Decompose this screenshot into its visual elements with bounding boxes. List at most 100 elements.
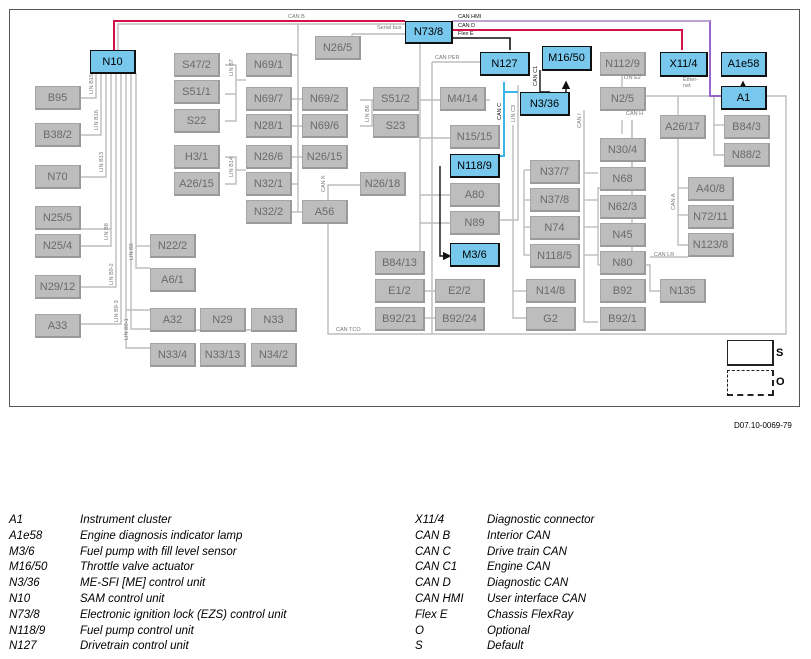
legend-description: Diagnostic CAN [487,577,569,590]
bus-label-lin-b9-1: LIN B9-1 [124,318,130,340]
legend-code: CAN D [415,577,451,590]
legend-code: Flex E [415,608,448,621]
component-A32: A32 [150,308,196,332]
component-N72-11: N72/11 [688,205,734,229]
legend-code: N118/9 [9,624,46,637]
component-A1: A1 [721,86,767,110]
legend-code: A1e58 [9,529,43,542]
legend-code: A1 [9,514,24,526]
component-N14-8: N14/8 [526,279,576,303]
component-S22: S22 [174,109,220,133]
component-E2-2: E2/2 [435,279,485,303]
component-M3-6: M3/6 [450,243,500,267]
legend-code: N73/8 [9,608,40,621]
legend-code: CAN C1 [415,561,458,574]
component-B84-3: B84/3 [724,115,770,139]
legend-description: ME-SFI [ME] control unit [80,577,206,590]
bus-label-lin-b14: LIN B14 [229,157,235,177]
component-N29: N29 [200,308,246,332]
bus-label-lin-b6-left: LIN B6 [129,243,135,260]
component-N33-13: N33/13 [200,343,246,367]
legend-description: Engine diagnosis indicator lamp [80,529,243,542]
component-N32-2: N32/2 [246,200,292,224]
component-N33-4: N33/4 [150,343,196,367]
component-B38-2: B38/2 [35,123,81,147]
component-N112-9: N112/9 [600,52,646,76]
component-N69-7: N69/7 [246,87,292,111]
bus-label-lin-b15: LIN B15 [89,74,95,94]
legend-description: Chassis FlexRay [487,608,574,621]
key-label-s: S [776,347,784,359]
component-N26-15: N26/15 [302,145,348,169]
component-N89: N89 [450,211,500,235]
component-N3-36: N3/36 [520,92,570,116]
bus-label-lin-b16: LIN B16 [94,110,100,130]
component-A80: A80 [450,183,500,207]
legend-code: CAN HMI [415,593,464,605]
bus-label-can-tco: CAN TCO [336,327,361,333]
component-S23: S23 [373,114,419,138]
component-N34-2: N34/2 [251,343,297,367]
component-N135: N135 [660,279,706,303]
key-standard-box [727,340,774,366]
bus-label-lin-b8: LIN B8 [104,223,110,240]
legend-description: User interface CAN [487,593,587,605]
component-B92-21: B92/21 [375,307,425,331]
component-S47-2: S47/2 [174,53,220,77]
component-N123-8: N123/8 [688,233,734,257]
legend-code: N3/36 [9,577,40,590]
component-A6-1: A6/1 [150,268,196,292]
component-B92-24: B92/24 [435,307,485,331]
component-N2-5: N2/5 [600,87,646,111]
network-diagram: N10 B95 B38/2 N70 N25/5 N25/4 N29/12 A33… [9,9,800,407]
legend-code: N10 [9,593,31,605]
component-N118-5: N118/5 [530,244,580,268]
bus-label-can-h: CAN H [626,111,644,117]
bus-label-lin-c3: LIN C3 [511,104,517,122]
key-optional-box [727,370,774,396]
component-N68: N68 [600,167,646,191]
component-N69-6: N69/6 [302,114,348,138]
legend-description: Fuel pump with fill level sensor [80,545,237,558]
component-M4-14: M4/14 [440,87,486,111]
component-H3-1: H3/1 [174,145,220,169]
bus-label-can-per: CAN PER [435,55,460,61]
bus-label-can-lr: CAN LR [654,252,675,258]
component-X11-4: X11/4 [660,52,708,77]
component-A26-17: A26/17 [660,115,706,139]
legend-description: Fuel pump control unit [80,624,194,637]
bus-label-lin-b9-2: LIN B9-2 [109,263,115,285]
legend-description: Throttle valve actuator [80,561,194,574]
component-M16-50: M16/50 [542,46,592,71]
bus-label-lin-e2: LIN E2 [624,75,641,81]
legend-code: X11/4 [415,514,445,526]
component-S51-2: S51/2 [373,87,419,111]
component-A33: A33 [35,314,81,338]
component-N32-1: N32/1 [246,172,292,196]
bus-label-serial-bus: Serial bus [377,25,402,31]
component-N10: N10 [90,50,136,74]
component-N28-1: N28/1 [246,114,292,138]
component-B84-13: B84/13 [375,251,425,275]
legend-description: Engine CAN [487,561,551,574]
component-N69-2: N69/2 [302,87,348,111]
legend-description: Drive train CAN [487,545,567,558]
component-N118-9: N118/9 [450,154,500,178]
component-A40-8: A40/8 [688,177,734,201]
bus-label-can-c1: CAN C1 [533,65,539,86]
bus-label-lin-b9-3: LIN B9-3 [114,300,120,322]
legend-code: S [415,640,423,653]
component-N22-2: N22/2 [150,234,196,258]
bus-label-can-d: CAN D [458,23,476,29]
component-N74: N74 [530,216,580,240]
bus-label-lin-b7: LIN B7 [229,59,235,76]
legend-description: Drivetrain control unit [80,640,189,653]
bus-label-ethernet: Ether- net [683,77,698,89]
component-N26-6: N26/6 [246,145,292,169]
legend-description: Diagnostic connector [487,514,595,526]
document-reference: D07.10-0069-79 [734,421,792,430]
bus-label-lin-b6: LIN B6 [365,105,371,122]
component-N25-4: N25/4 [35,234,81,258]
component-N26-5: N26/5 [315,36,361,60]
component-N26-18: N26/18 [360,172,406,196]
